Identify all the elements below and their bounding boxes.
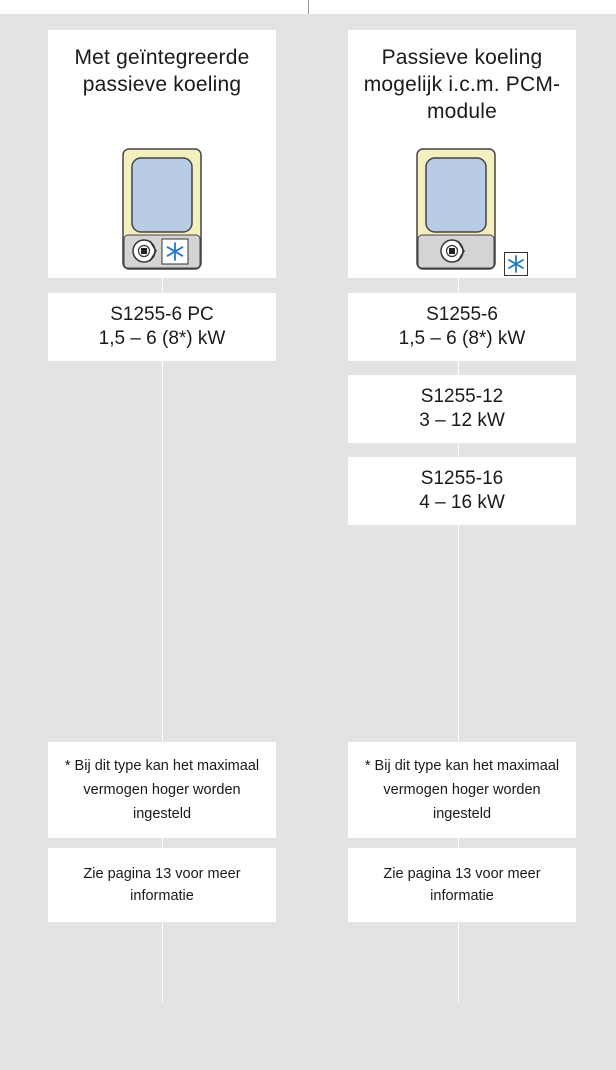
- footnote-box: * Bij dit type kan het maximaal vermogen…: [48, 742, 276, 838]
- footnote-text: * Bij dit type kan het maximaal vermogen…: [364, 758, 560, 822]
- category-header-integrated: Met geïntegreerde passieve koeling: [48, 30, 276, 278]
- heat-pump-icon: [416, 148, 496, 270]
- model-power: 1,5 – 6 (8*) kW: [398, 328, 526, 349]
- model-power: 4 – 16 kW: [419, 492, 505, 513]
- model-card: S1255-6 1,5 – 6 (8*) kW: [348, 293, 576, 361]
- more-info-text: Zie pagina 13 voor meer informatie: [83, 866, 241, 904]
- model-card: S1255-16 4 – 16 kW: [348, 457, 576, 525]
- motor-icon: [440, 239, 465, 263]
- model-name: S1255-6 PC: [110, 304, 214, 325]
- snowflake-icon: [161, 238, 189, 265]
- category-header-pcm: Passieve koeling mogelijk i.c.m. PCM-mod…: [348, 30, 576, 278]
- category-title: Met geïntegreerde passieve koeling: [74, 46, 250, 96]
- motor-icon: [132, 239, 157, 263]
- category-title: Passieve koeling mogelijk i.c.m. PCM-mod…: [363, 46, 561, 123]
- more-info-box: Zie pagina 13 voor meer informatie: [348, 848, 576, 922]
- model-power: 3 – 12 kW: [419, 410, 505, 431]
- model-power: 1,5 – 6 (8*) kW: [98, 328, 226, 349]
- top-connector-line: [308, 0, 309, 14]
- diagram-panel: Met geïntegreerde passieve koeling: [0, 14, 616, 1070]
- footnote-text: * Bij dit type kan het maximaal vermogen…: [64, 758, 260, 822]
- model-card: S1255-6 PC 1,5 – 6 (8*) kW: [48, 293, 276, 361]
- model-card: S1255-12 3 – 12 kW: [348, 375, 576, 443]
- model-name: S1255-6: [426, 304, 498, 325]
- snowflake-icon: [504, 252, 528, 281]
- column-pcm-cooling: Passieve koeling mogelijk i.c.m. PCM-mod…: [320, 14, 588, 1070]
- model-name: S1255-12: [420, 386, 504, 407]
- connector-line: [162, 278, 163, 1002]
- footnote-box: * Bij dit type kan het maximaal vermogen…: [348, 742, 576, 838]
- column-integrated-cooling: Met geïntegreerde passieve koeling: [28, 14, 296, 1070]
- connector-line: [458, 278, 459, 1002]
- more-info-text: Zie pagina 13 voor meer informatie: [383, 866, 541, 904]
- model-name: S1255-16: [420, 468, 504, 489]
- more-info-box: Zie pagina 13 voor meer informatie: [48, 848, 276, 922]
- heat-pump-icon: [122, 148, 202, 270]
